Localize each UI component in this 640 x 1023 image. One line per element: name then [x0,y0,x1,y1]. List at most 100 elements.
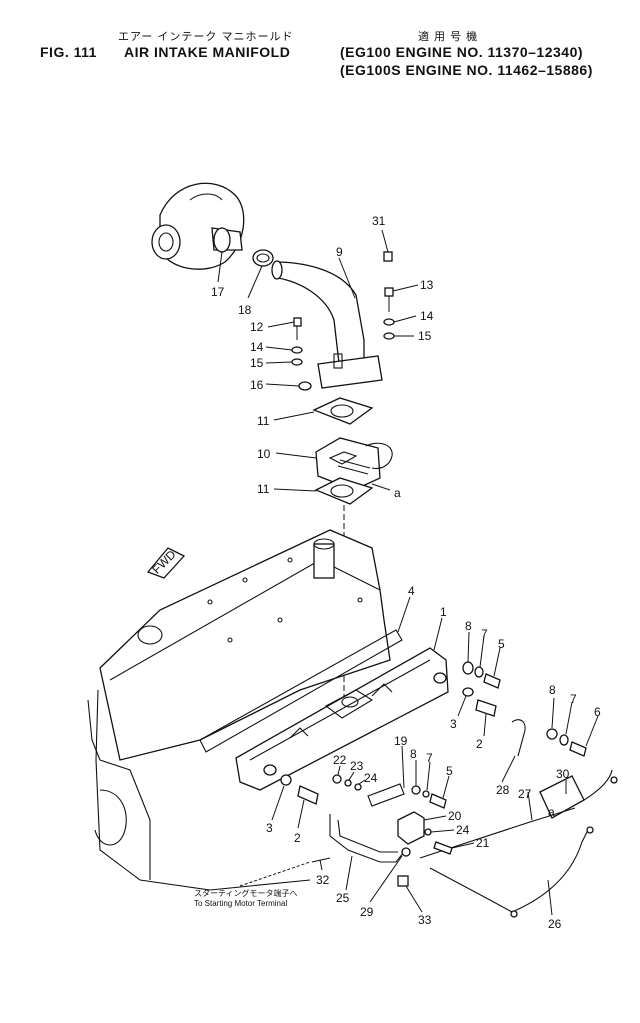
fwd-arrow-icon: FWD [146,547,186,579]
part-2-fitting-left [297,785,319,829]
part-7-washer [474,666,484,678]
part-17-outlet-pipe [213,227,231,283]
part-14-washer-right [383,318,395,326]
callout-15-left: 15 [250,356,264,370]
part-3-washer-left [280,774,292,786]
part-8-washer [462,661,474,675]
turbocharger [151,182,245,270]
callout-16: 16 [250,378,264,392]
part-31-plug [381,229,393,262]
part-32-wire [311,857,331,863]
part-5-bolt [483,673,501,689]
part-27-wire [419,807,576,859]
callout-7-far: 7 [570,692,577,706]
part-28-pipe [511,719,526,757]
callout-7: 7 [481,627,488,641]
part-18-clamp [247,249,274,299]
callout-25: 25 [336,891,350,905]
callout-13: 13 [420,278,434,292]
part-25-bracket [329,814,405,863]
starting-motor-note-jp: スターティングモータ端子へ [194,888,298,898]
applicable-japanese: 適 用 号 機 [418,31,479,43]
callout-21: 21 [476,836,490,850]
part-10-air-heater [275,437,393,491]
part-9-intake-pipe [271,257,383,389]
engine-block [87,529,391,891]
callout-18: 18 [238,303,252,317]
callout-28: 28 [496,783,510,797]
callout-23: 23 [350,759,364,773]
part-4-manifold-gasket [199,629,403,753]
part-13-bolt [384,284,419,312]
callout-3-left: 3 [266,821,273,835]
callout-14-right: 14 [420,309,434,323]
part-33-cap [397,875,409,887]
part-22-nut [332,774,342,784]
callout-5-lower: 5 [446,764,453,778]
callout-29: 29 [360,905,374,919]
part-16-nut [298,381,312,391]
callout-3-right: 3 [450,717,457,731]
callout-20: 20 [448,809,462,823]
callout-5: 5 [498,637,505,651]
part-23-washer [344,779,352,787]
callout-14-left: 14 [250,340,264,354]
part-24-washer-lower [424,828,432,836]
title-japanese: エアー インテーク マニホールド [118,31,294,43]
callout-19: 19 [394,734,408,748]
callout-31: 31 [372,214,386,228]
part-6-bolt [569,741,587,757]
part-7-washer-far [559,734,569,746]
callout-17: 17 [211,285,225,299]
callout-30: 30 [556,767,570,781]
callout-15-right: 15 [418,329,432,343]
reference-a-upper: a [394,486,401,500]
part-24-washer-upper [354,783,362,791]
part-1-intake-manifold [235,617,449,791]
part-14-washer-left [291,346,303,354]
callout-33: 33 [418,913,432,927]
callout-11-lower: 11 [257,482,270,496]
part-5-bolt-lower [429,793,447,809]
callout-2-left: 2 [294,831,301,845]
part-2-fitting-right [475,699,497,737]
part-15-washer-right [383,332,395,340]
callout-22: 22 [333,753,347,767]
callout-8-lower: 8 [410,747,417,761]
part-30-wire [583,769,613,801]
part-11-gasket-lower [273,477,374,505]
callout-11-upper: 11 [257,414,270,428]
part-7-washer-lower [422,790,430,798]
starting-motor-note-en: To Starting Motor Terminal [194,899,287,908]
part-12-bolt [267,317,302,340]
applicable-engine-1: (EG100 ENGINE NO. 11370–12340) [340,44,584,60]
callout-9: 9 [336,245,343,259]
part-21-bolt [433,841,453,855]
callout-32: 32 [316,873,330,887]
part-3-washer-right [462,687,474,697]
callout-1: 1 [440,605,447,619]
part-15-washer-left [291,358,303,366]
callout-24-upper: 24 [364,771,378,785]
figure-number: FIG. 111 [40,44,97,60]
figure-title: AIR INTAKE MANIFOLD [124,44,291,60]
callout-2-right: 2 [476,737,483,751]
callout-7-lower: 7 [426,751,433,765]
callout-24-lower: 24 [456,823,470,837]
part-20-heater-relay [397,811,447,845]
part-29-washer [401,847,411,857]
part-11-gasket-upper [273,397,374,425]
callout-4: 4 [408,584,415,598]
applicable-engine-2: (EG100S ENGINE NO. 11462–15886) [340,62,593,78]
part-8-washer-far [546,728,558,740]
part-19-wire-terminal [367,783,405,807]
callout-6: 6 [594,705,601,719]
part-26-pipe [429,829,589,913]
callout-26: 26 [548,917,562,931]
callout-27: 27 [518,787,532,801]
part-8-washer-lower [411,785,421,795]
callout-10: 10 [257,447,271,461]
callout-8-far: 8 [549,683,556,697]
callout-12: 12 [250,320,264,334]
